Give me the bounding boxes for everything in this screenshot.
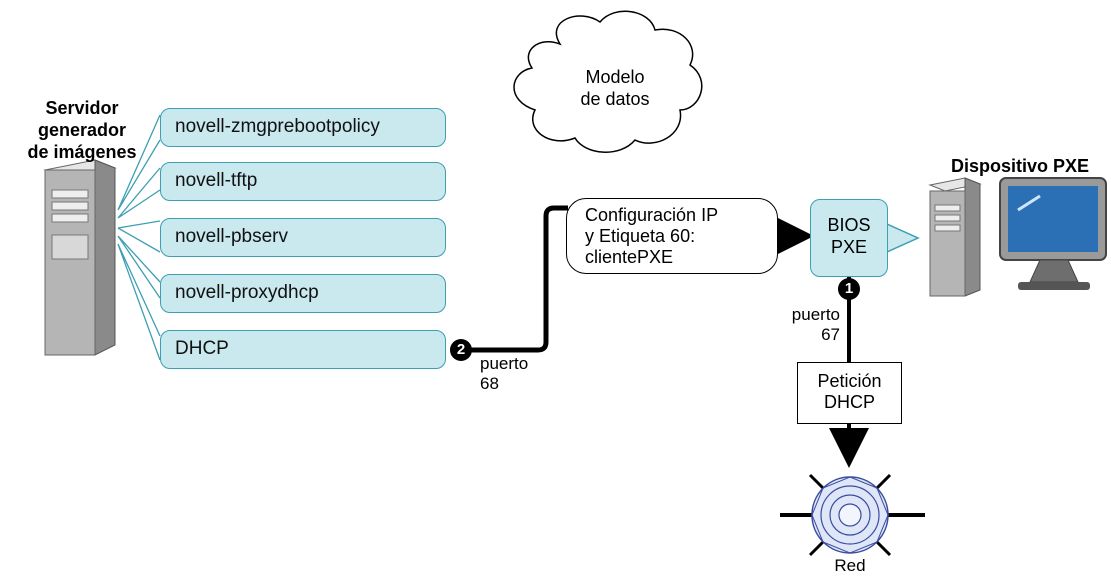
- service-box-proxydhcp: novell-proxydhcp: [160, 274, 446, 313]
- config-message-box: Configuración IP y Etiqueta 60: clienteP…: [566, 198, 778, 274]
- data-model-label: Modelo de datos: [580, 67, 650, 109]
- service-box-dhcp: DHCP: [160, 330, 446, 369]
- imaging-server-icon: [43, 159, 117, 356]
- bios-callout-pointer: [886, 222, 920, 254]
- data-model-cloud-shape: [513, 10, 703, 153]
- port-68-label: puerto 68: [480, 354, 529, 393]
- bios-pxe-box: BIOS PXE: [810, 199, 888, 277]
- pxe-computer-icon: [928, 177, 1107, 297]
- network-icon: [780, 473, 925, 557]
- service-box-pbserv: novell-pbserv: [160, 218, 446, 257]
- network-label: Red: [834, 556, 866, 575]
- server-title: Servidor generador de imágenes: [27, 98, 137, 162]
- server-connectors: [117, 114, 161, 361]
- port-67-label: puerto 67: [791, 305, 840, 344]
- step-badge-2: 2: [450, 339, 472, 361]
- dhcp-to-config-line: [470, 205, 568, 353]
- service-box-tftp: novell-tftp: [160, 162, 446, 201]
- dhcp-request-box: Petición DHCP: [797, 362, 902, 424]
- service-box-zmgprebootpolicy: novell-zmgprebootpolicy: [160, 108, 446, 147]
- step-badge-1: 1: [838, 278, 860, 300]
- pxe-device-title: Dispositivo PXE: [950, 156, 1090, 176]
